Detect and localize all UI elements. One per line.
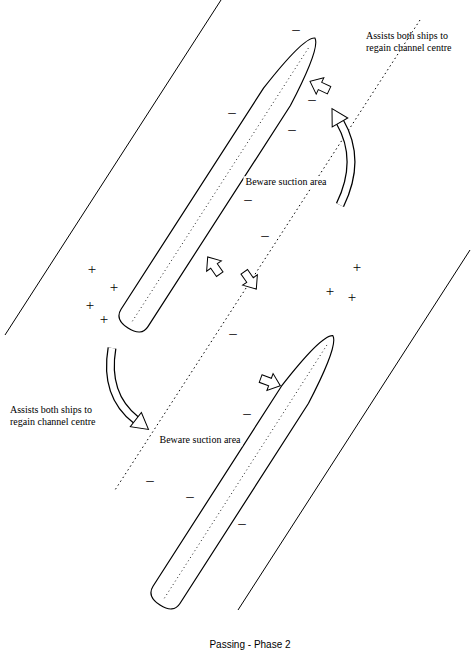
pressure-sign: –: [244, 191, 252, 208]
pressure-sign: –: [186, 488, 194, 505]
pressure-sign: +: [100, 311, 108, 328]
pressure-sign: –: [238, 515, 246, 532]
warning-text: Beware suction area: [157, 434, 242, 446]
figure-caption: Passing - Phase 2: [209, 639, 290, 651]
pressure-sign: –: [229, 325, 237, 342]
ship-hull: [147, 327, 347, 614]
pressure-sign: –: [146, 472, 154, 489]
pressure-sign: –: [292, 21, 300, 38]
warning-text: Beware suction area: [243, 176, 328, 188]
pressure-sign: +: [326, 283, 334, 300]
pressure-sign: +: [110, 279, 118, 296]
note-text: Assists both ships to regain channel cen…: [366, 30, 470, 53]
pressure-sign: +: [86, 297, 94, 314]
force-arrow: [200, 73, 333, 394]
note-text: Assists both ships to regain channel cen…: [10, 404, 114, 427]
pressure-sign: +: [88, 261, 96, 278]
pressure-sign: +: [353, 259, 361, 276]
ship-hull: [115, 29, 329, 336]
pressure-sign: –: [288, 121, 296, 138]
pressure-sign: –: [228, 104, 236, 121]
pressure-sign: –: [308, 91, 316, 108]
curved-arrow: [110, 104, 351, 436]
pressure-sign: +: [348, 289, 356, 306]
pressure-sign: –: [261, 227, 269, 244]
channel-bank: [5, 0, 221, 335]
pressure-sign: –: [243, 405, 251, 422]
